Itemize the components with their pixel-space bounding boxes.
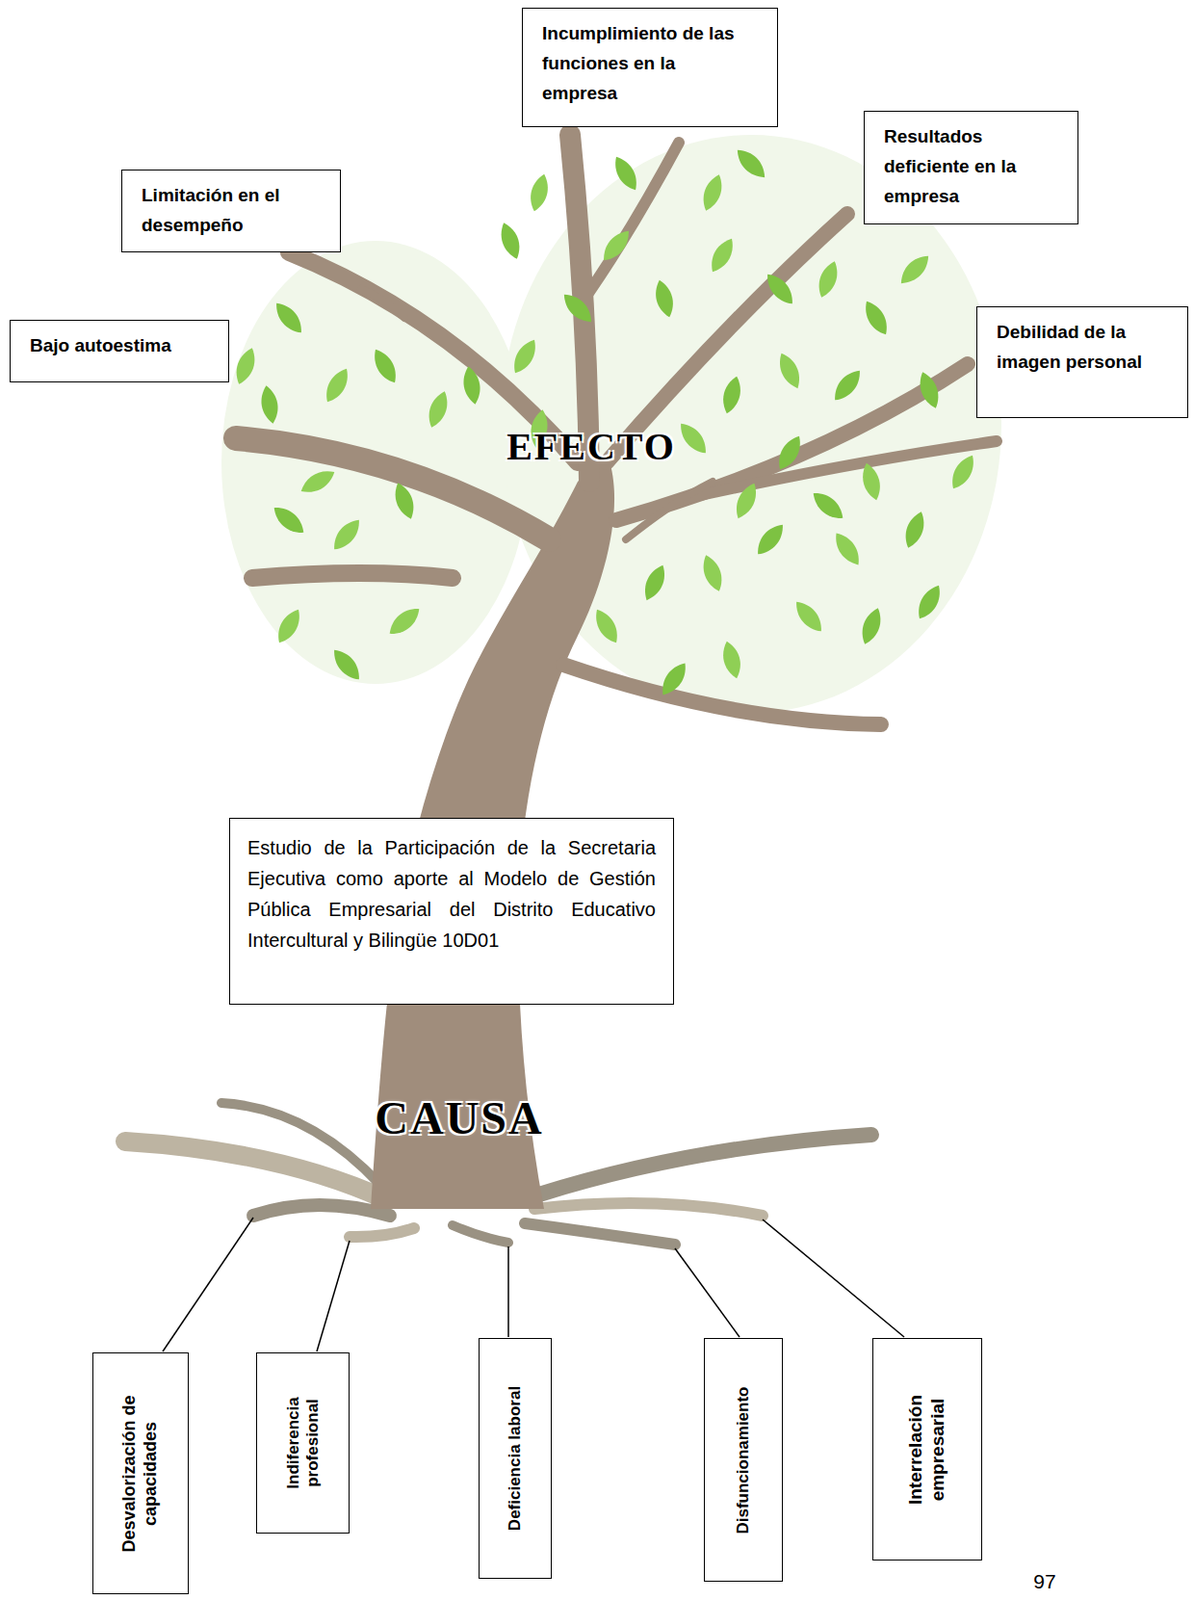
- leader-line: [762, 1219, 905, 1337]
- page-number: 97: [1033, 1569, 1056, 1593]
- effect-box: Resultados deficiente en la empresa: [863, 110, 1079, 225]
- leader-line: [162, 1217, 254, 1351]
- leaf: [384, 602, 424, 640]
- cause-text: Desvalorización de capacidades: [119, 1360, 161, 1585]
- leaf: [900, 508, 929, 550]
- cause-text: Disfuncionamiento: [733, 1346, 753, 1573]
- leaf: [752, 519, 789, 559]
- section-label: CAUSA: [374, 1090, 544, 1144]
- leaf: [912, 581, 946, 623]
- branch: [361, 288, 405, 318]
- leaf: [790, 596, 828, 636]
- effect-box: Limitación en el desempeño: [121, 169, 341, 253]
- leaf: [495, 219, 524, 261]
- problem-text: Estudio de la Participación de la Secret…: [247, 831, 656, 956]
- leaf: [258, 384, 281, 425]
- cause-box: Desvalorización de capacidades: [92, 1351, 189, 1594]
- effect-text: Bajo autoestima: [29, 330, 204, 361]
- leaf: [719, 639, 745, 681]
- leaf: [914, 368, 943, 411]
- leader-line: [507, 1245, 510, 1337]
- root: [534, 1202, 763, 1216]
- root: [524, 1222, 675, 1245]
- leaf: [946, 451, 980, 494]
- leaf: [656, 658, 692, 700]
- leaf: [328, 644, 365, 684]
- leaf: [423, 388, 452, 430]
- leaf: [320, 364, 354, 407]
- cause-box: Deficiencia laboral: [478, 1337, 552, 1579]
- leaf: [858, 461, 884, 503]
- leaf: [856, 604, 885, 647]
- leaf: [639, 561, 671, 603]
- leaf: [272, 605, 306, 648]
- leaf: [895, 250, 935, 289]
- section-label: EFECTO: [506, 423, 676, 469]
- leaf: [297, 465, 339, 498]
- leaf: [597, 225, 635, 265]
- leaf: [268, 501, 309, 539]
- effect-text: Debilidad de la imagen personal: [996, 316, 1163, 377]
- branch: [674, 441, 997, 501]
- branch: [235, 438, 549, 540]
- leaf: [859, 297, 893, 339]
- effect-box: Debilidad de la imagen personal: [976, 306, 1189, 418]
- effect-text: Incumplimiento de las funciones en la em…: [542, 18, 753, 108]
- leaf: [731, 144, 771, 183]
- effect-text: Limitación en el desempeño: [141, 180, 315, 240]
- cause-box: Indiferencia profesional: [256, 1351, 350, 1533]
- cause-text: Indiferencia profesional: [283, 1360, 323, 1525]
- leaf: [705, 234, 739, 277]
- leaf: [674, 417, 712, 458]
- leaf: [698, 551, 727, 594]
- branch: [625, 481, 713, 540]
- effect-box: Incumplimiento de las funciones en la em…: [521, 7, 779, 128]
- leaf: [807, 487, 848, 524]
- leaf: [558, 288, 597, 328]
- leaf: [651, 278, 677, 320]
- root: [539, 1134, 872, 1194]
- leaf: [231, 344, 260, 387]
- problem-box: Estudio de la Participación de la Secret…: [229, 817, 675, 1005]
- leaf: [813, 258, 842, 300]
- leaf: [368, 345, 402, 388]
- leaf: [609, 153, 643, 195]
- leaf: [773, 432, 806, 474]
- cause-text: Deficiencia laboral: [505, 1346, 525, 1570]
- leaf: [389, 479, 418, 521]
- leaf: [830, 528, 865, 570]
- cause-text: Interrelación empresarial: [905, 1346, 950, 1552]
- leaf: [730, 479, 762, 521]
- root: [253, 1204, 390, 1216]
- branch: [252, 572, 453, 578]
- leaves: [231, 144, 980, 700]
- leaf: [328, 514, 365, 554]
- branch: [563, 664, 882, 725]
- root: [452, 1224, 509, 1243]
- leaf: [829, 364, 866, 405]
- leaf: [460, 364, 483, 406]
- leaf: [590, 605, 623, 648]
- cause-box: Disfuncionamiento: [703, 1337, 783, 1582]
- leaf: [719, 374, 745, 416]
- leader-line: [316, 1240, 350, 1351]
- effect-box: Bajo autoestima: [9, 319, 230, 383]
- leaf: [761, 268, 799, 309]
- leaf: [698, 171, 727, 213]
- cause-box: Interrelación empresarial: [872, 1337, 983, 1560]
- leader-line: [674, 1247, 740, 1337]
- leader-lines: [162, 1217, 905, 1351]
- leaf: [774, 349, 805, 391]
- root: [349, 1227, 415, 1237]
- leaf: [526, 172, 552, 214]
- leaf: [270, 297, 308, 338]
- effect-text: Resultados deficiente en la empresa: [883, 121, 1053, 211]
- root: [221, 1102, 381, 1185]
- leaf: [508, 336, 542, 378]
